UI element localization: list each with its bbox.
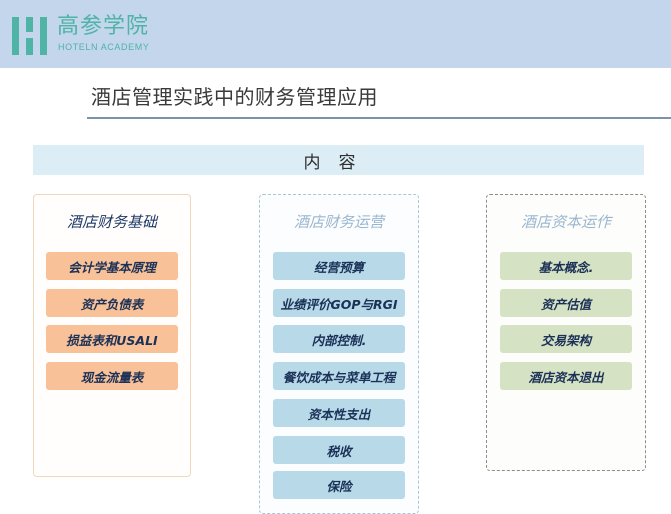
topic-item: 餐饮成本与菜单工程: [273, 362, 405, 390]
topic-item: 交易架构: [500, 325, 632, 353]
topic-item: 内部控制.: [273, 325, 405, 353]
topic-item: 酒店资本退出: [500, 362, 632, 390]
column-finance-operations: 酒店财务运营 经营预算 业绩评价GOP与RGI 内部控制. 餐饮成本与菜单工程 …: [259, 194, 419, 514]
topic-item: 资产负债表: [46, 289, 178, 317]
title-underline: [87, 117, 671, 119]
column-finance-basics: 酒店财务基础 会计学基本原理 资产负债表 损益表和USALI 现金流量表: [33, 194, 191, 477]
topic-item: 资本性支出: [273, 399, 405, 427]
topic-item: 会计学基本原理: [46, 252, 178, 280]
hoteln-logo-icon: [12, 17, 48, 55]
logo-text-cn: 高参学院: [57, 14, 150, 39]
column-heading: 酒店财务运营: [293, 213, 384, 231]
logo-text-en: HOTELN ACADEMY: [58, 42, 150, 52]
page-title: 酒店管理实践中的财务管理应用: [91, 85, 378, 109]
topic-item: 现金流量表: [46, 362, 178, 390]
topic-item: 资产估值: [500, 289, 632, 317]
topic-item: 保险: [273, 471, 405, 499]
column-capital-operations: 酒店资本运作 基本概念. 资产估值 交易架构 酒店资本退出: [486, 194, 646, 471]
column-heading: 酒店财务基础: [66, 213, 157, 231]
topic-item: 经营预算: [273, 252, 405, 280]
topic-item: 税收: [273, 436, 405, 464]
column-heading: 酒店资本运作: [520, 213, 611, 231]
section-header-band: 内容: [33, 145, 644, 175]
topic-item: 基本概念.: [500, 252, 632, 280]
header-banner: 高参学院 HOTELN ACADEMY: [0, 0, 671, 68]
topic-item: 业绩评价GOP与RGI: [273, 289, 405, 317]
section-label: 内容: [303, 152, 374, 173]
topic-item: 损益表和USALI: [46, 325, 178, 353]
